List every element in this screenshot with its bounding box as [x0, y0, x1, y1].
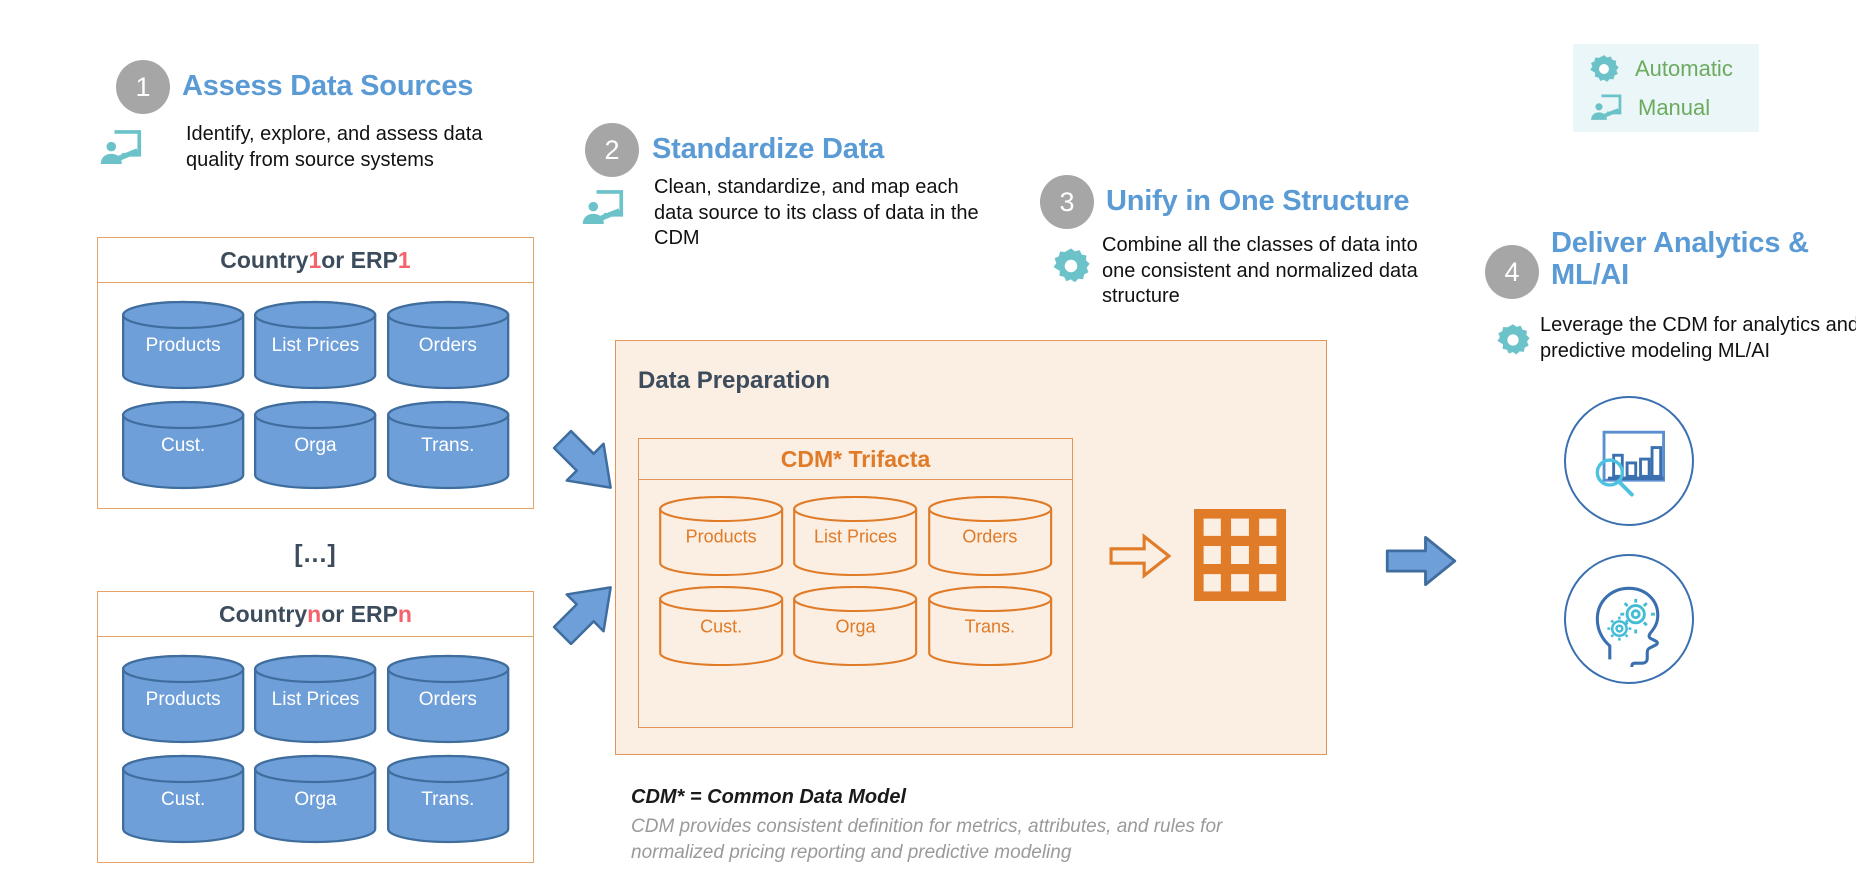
legend-label-automatic: Automatic [1635, 56, 1733, 81]
footnote-line-2: normalized pricing reporting and predict… [631, 842, 1072, 863]
step-4-number: 4 [1485, 245, 1539, 299]
step-3-number: 3 [1040, 175, 1094, 229]
source-1-cylinder-grid: Products List Prices Orders Cust. Orga T… [98, 283, 533, 509]
step-1-number-label: 1 [135, 71, 151, 102]
cylinder-cust: Cust. [120, 399, 246, 491]
source-1-title-middle: or ERP [321, 246, 398, 273]
cylinder-cust: Cust. [120, 753, 246, 845]
step-4-description: Leverage the CDM for analytics and predi… [1540, 314, 1856, 362]
cdm-cylinder-list-prices: List Prices [791, 494, 919, 578]
legend-box: Automatic Manual [1573, 44, 1759, 132]
legend-label-manual: Manual [1638, 94, 1711, 120]
gear-icon [1589, 54, 1619, 84]
source-n-title-index2: n [397, 600, 412, 627]
sources-ellipsis-separator: [...] [294, 540, 337, 568]
head-gears-ml-icon [1581, 571, 1677, 667]
source-box-country-1: Country 1 or ERP 1 Products List Prices … [97, 237, 534, 509]
cylinder-list-prices: List Prices [252, 299, 378, 391]
source-n-title-middle: or ERP [321, 600, 398, 627]
cylinder-products: Products [120, 299, 246, 391]
step-2-number: 2 [585, 123, 639, 177]
step-3-title: Unify in One Structure [1106, 185, 1410, 217]
data-preparation-title: Data Preparation [638, 367, 831, 394]
step-1-description: Identify, explore, and assess data quali… [186, 123, 483, 171]
source-n-title-prefix: Country [219, 600, 308, 627]
analytics-chart-magnifier-icon [1581, 413, 1677, 509]
footnote-line-1: CDM provides consistent definition for m… [631, 816, 1223, 837]
cdm-cylinder-trans: Trans. [926, 584, 1054, 668]
cdm-cylinder-orga: Orga [791, 584, 919, 668]
legend-item-automatic: Automatic [1589, 54, 1733, 84]
result-analytics-circle [1564, 396, 1694, 526]
cylinder-trans: Trans. [385, 753, 511, 845]
source-1-title-prefix: Country [220, 246, 309, 273]
cdm-cylinder-orders: Orders [926, 494, 1054, 578]
cdm-cylinder-grid: Products List Prices Orders Cust. Orga T… [639, 480, 1072, 684]
cylinder-list-prices: List Prices [252, 653, 378, 745]
legend-item-manual: Manual [1589, 93, 1733, 122]
cylinder-products: Products [120, 653, 246, 745]
step-1-icon-presenter-board-icon [98, 128, 142, 167]
cylinder-orders: Orders [385, 299, 511, 391]
step-4-title: Deliver Analytics & ML/AI [1551, 227, 1809, 292]
source-box-n-title: Country n or ERP n [98, 592, 533, 637]
footnote-title: CDM* = Common Data Model [631, 786, 907, 808]
step-3-description: Combine all the classes of data into one… [1102, 234, 1418, 308]
hollow-right-arrow-icon [1109, 533, 1171, 579]
cdm-trifacta-title: CDM* Trifacta [639, 439, 1072, 480]
cdm-cylinder-cust: Cust. [657, 584, 785, 668]
cylinder-orders: Orders [385, 653, 511, 745]
source-1-title-index2: 1 [397, 246, 411, 273]
result-mlai-circle [1564, 554, 1694, 684]
cylinder-trans: Trans. [385, 399, 511, 491]
source-n-title-index: n [307, 600, 322, 627]
step-4-icon-gear-icon [1496, 323, 1530, 357]
arrow-prep-to-results [1385, 535, 1457, 587]
data-preparation-panel: Data Preparation CDM* Trifacta Products … [615, 340, 1327, 755]
step-1-title: Assess Data Sources [182, 70, 474, 102]
cylinder-orga: Orga [252, 399, 378, 491]
step-2-icon-presenter-board-icon [580, 188, 624, 227]
step-1-number: 1 [116, 60, 170, 114]
arrow-sourcen-to-prep [552, 586, 612, 645]
source-n-cylinder-grid: Products List Prices Orders Cust. Orga T… [98, 637, 533, 863]
source-box-country-n: Country n or ERP n Products List Prices … [97, 591, 534, 863]
arrow-source1-to-prep [552, 430, 612, 489]
step-2-description: Clean, standardize, and map each data so… [654, 176, 979, 250]
step-3-icon-gear-icon [1052, 247, 1090, 285]
source-1-title-index: 1 [308, 246, 322, 273]
presenter-board-icon [1589, 93, 1622, 122]
step-2-title: Standardize Data [652, 133, 885, 165]
step-2-number-label: 2 [604, 134, 620, 165]
cdm-trifacta-box: CDM* Trifacta Products List Prices Order… [638, 438, 1073, 728]
step-4-number-label: 4 [1504, 256, 1520, 287]
grid-table-icon [1194, 509, 1286, 601]
cylinder-orga: Orga [252, 753, 378, 845]
step-3-number-label: 3 [1059, 186, 1075, 217]
source-box-1-title: Country 1 or ERP 1 [98, 238, 533, 283]
cdm-cylinder-products: Products [657, 494, 785, 578]
